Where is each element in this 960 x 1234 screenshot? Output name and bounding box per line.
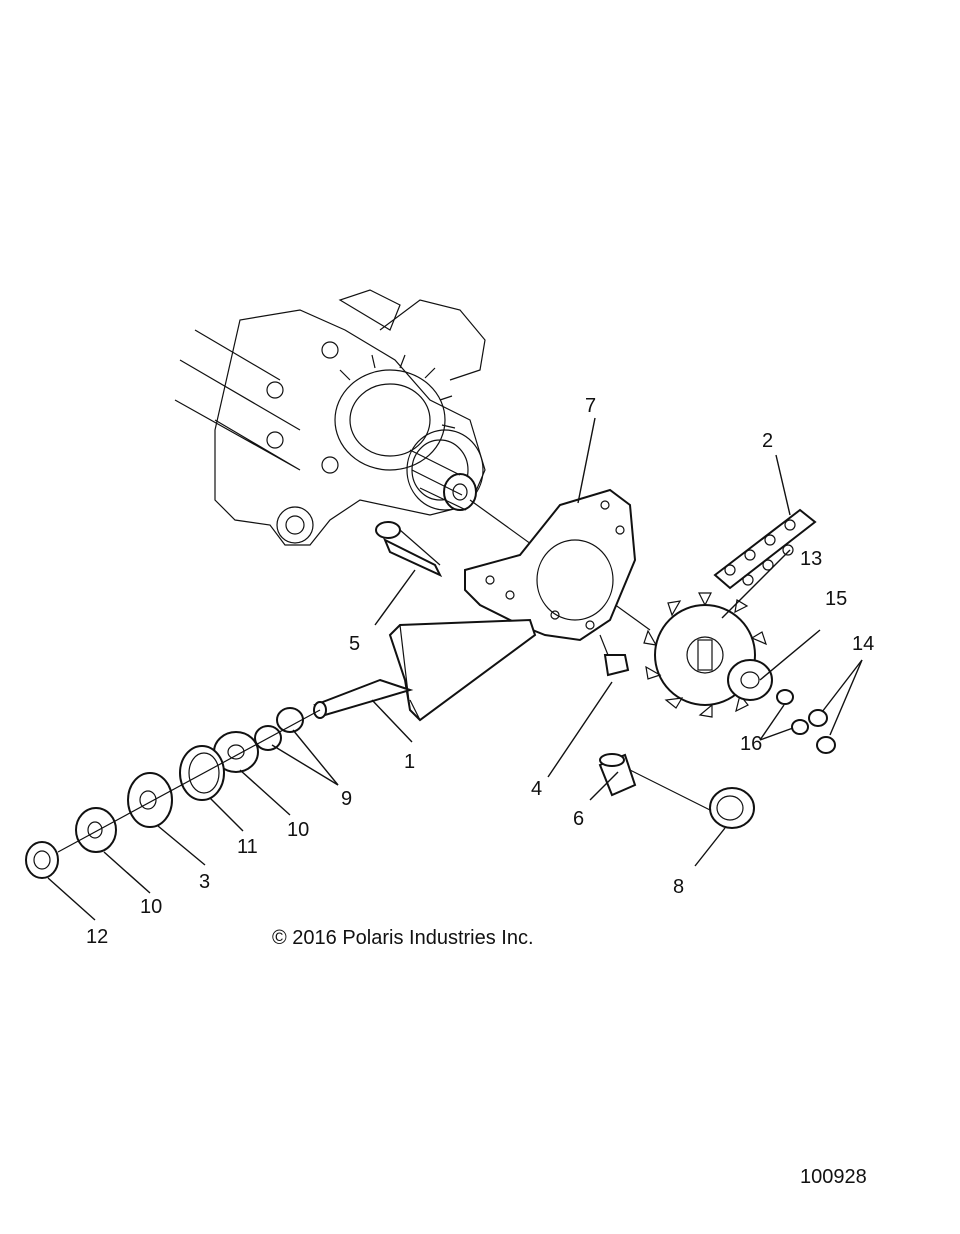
spacer [598,753,637,797]
callout-5: 5 [349,633,360,655]
leader-lines [47,417,863,921]
callout-9: 9 [341,788,352,810]
callout-14: 14 [852,633,874,655]
callout-16: 16 [740,733,762,755]
callout-12: 12 [86,926,108,948]
drive-chain [713,508,817,590]
mounting-plate [464,488,637,642]
tensioner-arm [313,618,537,722]
callout-10-upper: 10 [287,819,309,841]
callout-1: 1 [404,751,415,773]
flange-nut [709,787,755,829]
transmission-housing [174,289,486,546]
callout-labels: 1 2 3 4 5 6 7 8 9 10 10 11 12 13 14 15 1… [86,395,874,948]
bolt-long [375,521,443,578]
callout-15: 15 [825,588,847,610]
callout-6: 6 [573,808,584,830]
callout-2: 2 [762,430,773,452]
small-bolt [599,634,630,677]
figure-number: 100928 [800,1166,867,1188]
callout-4: 4 [531,778,542,800]
copyright-notice: © 2016 Polaris Industries Inc. [272,927,534,949]
lock-plate [727,659,773,701]
bushing-stack [25,707,304,879]
callout-11: 11 [237,836,258,858]
washers-and-bolts [776,689,836,754]
callout-3: 3 [199,871,210,893]
callout-8: 8 [673,876,684,898]
callout-13: 13 [800,548,822,570]
callout-7: 7 [585,395,596,417]
callout-10-lower: 10 [140,896,162,918]
